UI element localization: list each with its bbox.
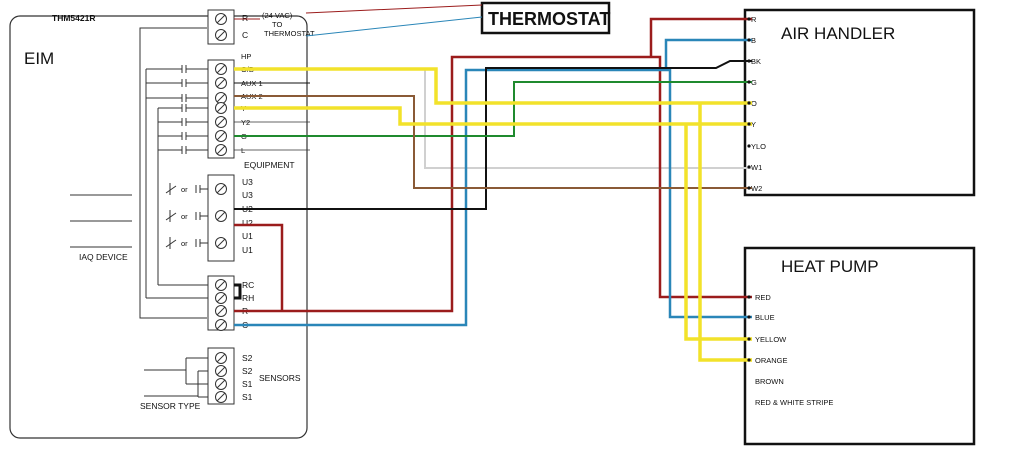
terminal-dot [747,80,751,84]
power-terminal-label: RC [242,280,254,290]
u-terminal-label: U3 [242,177,253,187]
or-label-2: or [181,212,188,221]
sensor-terminal-label: S1 [242,392,253,402]
air-handler-terminal-label: G [751,78,757,87]
heat-pump-terminal-label: BLUE [755,313,775,322]
sensor-type-lines [144,357,208,398]
terminal-dot [747,337,751,341]
heat-pump-terminal-label: RED & WHITE STRIPE [755,398,833,407]
thermostat-box [480,1,611,35]
sensors-label: SENSORS [259,373,301,383]
voltage-note-line3: THERMOSTAT [264,29,315,38]
terminal-dot [747,38,751,42]
eim-title: EIM [24,49,54,68]
terminal-dot [747,186,751,190]
u-terminal-label: U2 [242,218,253,228]
wire-u2-red [234,223,284,311]
wire-white [424,68,752,169]
wire-thermostat-red [234,4,483,20]
terminal-dot [747,358,751,362]
equipment-terminal-label: Y2 [241,118,250,127]
u-terminal-label: U1 [242,231,253,241]
heat-pump-box [743,246,976,446]
air-handler-terminal-label: R [751,15,757,24]
air-handler-title: AIR HANDLER [781,24,895,43]
equipment-terminals [215,63,227,156]
terminal-dots [747,17,751,362]
terminal-label-c: C [242,30,248,40]
heat-pump-terminal-label: RED [755,293,771,302]
thermostat-label: THERMOSTAT [488,9,610,29]
terminal-label-r: R [242,13,248,23]
power-terminal-label: RH [242,293,254,303]
u-terminal-label: U1 [242,245,253,255]
equipment-relay-contacts [145,65,208,299]
equipment-terminal-label: HP [241,52,251,61]
air-handler-terminal-label: O [751,99,757,108]
terminal-dot [747,165,751,169]
sensor-terminals [215,352,227,403]
sensor-terminal-label: S2 [242,353,253,363]
u-terminals [215,183,227,249]
wire-yellow-ob [234,67,752,362]
air-handler-terminal-label: BK [751,57,761,66]
eim-inner-frame [139,27,207,319]
or-label-1: or [181,185,188,194]
u-switch-symbols [165,183,208,249]
rc-rh-jumper [234,283,242,300]
terminal-dot [747,101,751,105]
sensor-type-label: SENSOR TYPE [140,401,201,411]
wires [234,4,752,362]
terminal-dot [747,59,751,63]
thermostat-terminals [215,13,227,41]
u-terminal-label: U3 [242,190,253,200]
equipment-terminal-label: L [241,146,245,155]
terminal-dot [747,295,751,299]
wire-brown [234,95,752,189]
iaq-device-label: IAQ DEVICE [79,252,128,262]
wire-red [234,17,752,313]
sensor-terminal-label: S1 [242,379,253,389]
power-terminals [215,279,227,331]
sensor-terminal-label: S2 [242,366,253,376]
equipment-label: EQUIPMENT [244,160,295,170]
eim-model-label: THM5421R [52,13,95,23]
heat-pump-title: HEAT PUMP [781,257,879,276]
heat-pump-terminal-label: YELLOW [755,335,787,344]
air-handler-terminal-label: B [751,36,756,45]
air-handler-terminal-label: W1 [751,163,762,172]
air-handler-terminal-label: YLO [751,142,766,151]
air-handler-terminal-label: Y [751,120,756,129]
heat-pump-terminal-label: BROWN [755,377,784,386]
terminal-dot [747,122,751,126]
wire-black [234,60,752,210]
wire-green [234,81,752,137]
heat-pump-terminal-label: ORANGE [755,356,788,365]
or-label-3: or [181,239,188,248]
iaq-device-lines [70,194,132,248]
terminal-dot [747,144,751,148]
terminal-dot [747,315,751,319]
terminal-dot [747,17,751,21]
wire-blue [234,38,752,327]
voltage-note-line2: TO [272,20,282,29]
air-handler-terminal-label: W2 [751,184,762,193]
voltage-note-line1: (24 VAC) [262,11,293,20]
air-handler-box [743,8,976,197]
wire-yellow-y [234,106,752,341]
wire-thermostat-blue [305,16,483,37]
